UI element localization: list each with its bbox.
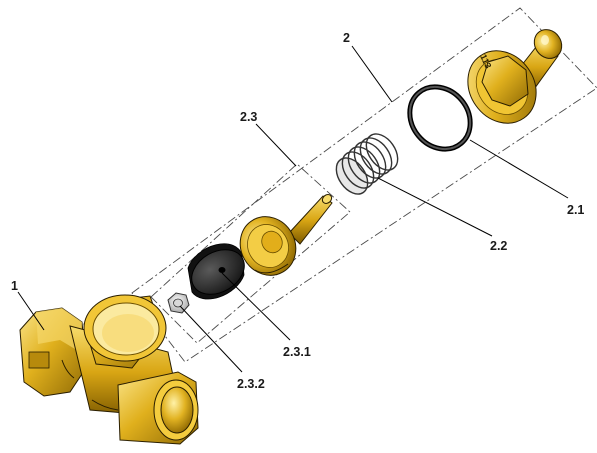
leader-lines [17, 45, 569, 373]
leader-2 [351, 45, 393, 103]
bonnet-part-2: 113 [467, 29, 563, 124]
spring-part-2-2 [335, 133, 399, 195]
callout-2-3-1: 2.3.1 [283, 345, 311, 359]
assembly-boundary-2-3 [150, 163, 351, 344]
leader-2-2 [377, 177, 493, 237]
leader-2-3-1 [221, 272, 291, 341]
callout-2-2: 2.2 [490, 239, 507, 253]
callout-2-1: 2.1 [567, 203, 584, 217]
callout-2-3: 2.3 [240, 110, 257, 124]
nut-part-2-3-2 [167, 292, 190, 314]
leader-2-3-2 [179, 305, 243, 373]
callout-2: 2 [343, 31, 350, 45]
leader-2-1 [469, 139, 569, 199]
valve-body-part-1 [19, 294, 199, 445]
callout-2-3-2: 2.3.2 [237, 377, 265, 391]
piston-spindle-part-2-3 [239, 194, 333, 276]
seal-disc-part-2-3-1 [187, 243, 245, 300]
leader-2-3 [255, 123, 297, 167]
callout-1: 1 [11, 279, 18, 293]
o-ring-part-2-1 [407, 84, 473, 152]
leader-1 [17, 291, 45, 331]
